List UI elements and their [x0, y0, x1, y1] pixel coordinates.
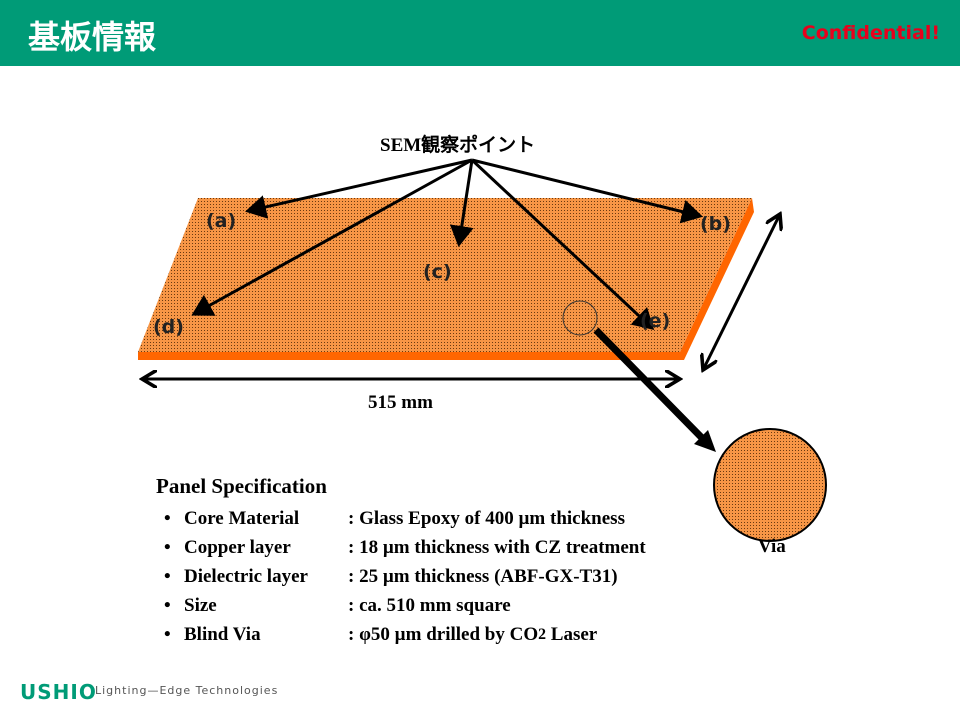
page-title: 基板情報	[28, 18, 157, 56]
ushio-logo: USHIO	[20, 680, 97, 704]
bullet: •	[164, 566, 171, 587]
arrow-e	[470, 158, 655, 331]
spec-key: Core Material	[184, 508, 300, 529]
spec-key: Copper layer	[184, 537, 291, 558]
spec-key: Blind Via	[184, 624, 261, 645]
spec-key: Dielectric layer	[184, 566, 308, 587]
point-c: (c)	[423, 261, 452, 283]
subscript: 2	[538, 626, 547, 643]
bullet: •	[164, 624, 171, 645]
spec-value-suffix: Laser	[546, 624, 598, 645]
spec-title: Panel Specification	[156, 474, 327, 498]
arrow-d	[191, 158, 473, 316]
spec-item: • Core Material : Glass Epoxy of 400 µm th…	[164, 504, 646, 533]
via-label: Via	[758, 536, 786, 557]
spec-item: • Copper layer : 18 µm thickness with CZ t…	[164, 533, 646, 562]
point-e: (e)	[640, 310, 671, 332]
confidential-label: Confidential!	[801, 22, 940, 44]
depth-dimension-arrow	[703, 214, 780, 370]
header-bar: 基板情報 Confidential!	[0, 0, 960, 66]
bullet: •	[164, 595, 171, 616]
bullet: •	[164, 508, 171, 529]
via-zoom-arrow	[593, 327, 707, 443]
panel-top	[138, 198, 752, 352]
point-a: (a)	[206, 210, 237, 232]
spec-item: • Size : ca. 510 mm square	[164, 591, 646, 620]
spec-value: : 18 µm thickness with CZ treatment	[348, 537, 646, 558]
spec-value: : φ50 µm drilled by CO	[348, 624, 539, 645]
spec-value: : Glass Epoxy of 400 µm thickness	[348, 508, 625, 529]
bullet: •	[164, 537, 171, 558]
spec-list: • Core Material : Glass Epoxy of 400 µm th…	[164, 504, 646, 649]
arrow-c	[449, 159, 474, 247]
point-d: (d)	[153, 316, 184, 338]
width-label: 515 mm	[368, 392, 433, 413]
via-enlarged-circle	[713, 428, 827, 542]
tagline: Lighting—Edge Technologies	[95, 684, 279, 697]
arrow-b	[471, 158, 703, 224]
spec-item: • Dielectric layer : 25 µm thickness (ABF-…	[164, 562, 646, 591]
spec-value: : ca. 510 mm square	[348, 595, 511, 616]
spec-key: Size	[184, 595, 217, 616]
point-b: (b)	[700, 213, 731, 235]
spec-value: : 25 µm thickness (ABF-GX-T31)	[348, 566, 618, 587]
arrow-a	[245, 158, 473, 219]
sem-label: SEM観察ポイント	[380, 135, 536, 156]
via-location-circle	[562, 300, 598, 336]
